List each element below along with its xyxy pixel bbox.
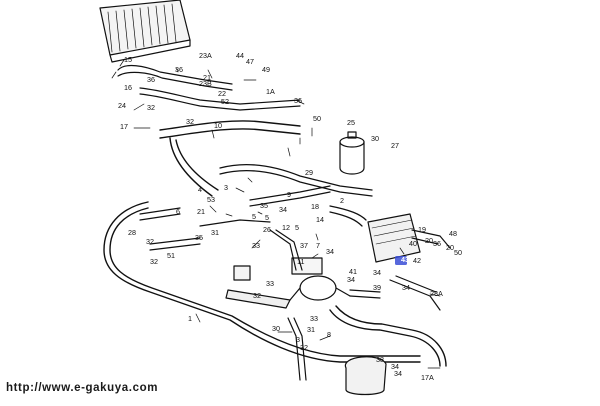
part-label-51: 51 [167,251,175,260]
part-label-28A: 28A [430,289,443,298]
part-label-36: 36 [294,96,302,105]
part-label-32: 32 [150,257,158,266]
part-label-36: 36 [433,239,441,248]
part-label-22: 22 [218,89,226,98]
highlight-marker [395,256,407,265]
expansion-tank-drawing [339,131,365,175]
part-label-42: 42 [413,256,421,265]
part-label-48: 48 [449,229,457,238]
part-label-47: 47 [246,57,254,66]
part-label-5: 5 [252,212,256,221]
part-label-32: 32 [253,291,261,300]
part-label-4: 4 [198,185,202,194]
part-label-31: 31 [211,228,219,237]
part-label-33: 33 [266,279,274,288]
part-label-34: 34 [373,268,381,277]
part-label-32: 32 [300,343,308,352]
part-label-43: 43 [401,255,409,264]
part-label-49: 49 [262,65,270,74]
part-label-32: 32 [186,117,194,126]
part-label-17: 17 [120,122,128,131]
part-label-21: 21 [197,207,205,216]
part-label-6: 6 [176,207,180,216]
part-label-20: 20 [425,236,433,245]
part-label-21: 21 [203,73,211,82]
part-label-31: 31 [307,325,315,334]
part-label-12: 12 [282,223,290,232]
part-label-18: 18 [311,202,319,211]
part-label-8: 8 [327,330,331,339]
part-label-9: 9 [287,190,291,199]
part-label-52: 52 [221,97,229,106]
radiator-drawing [99,0,191,63]
part-label-53: 53 [207,195,215,204]
part-label-50: 50 [454,248,462,257]
part-label-24: 24 [118,101,126,110]
part-label-36: 36 [175,65,183,74]
part-label-14: 14 [316,215,324,224]
reservoir-drawing [344,356,387,396]
part-label-33: 33 [310,314,318,323]
website-watermark: http://www.e-gakuya.com [6,382,159,394]
part-label-3: 3 [224,183,228,192]
part-label-5: 5 [295,223,299,232]
part-label-10: 10 [214,121,222,130]
part-label-11: 11 [297,257,304,266]
part-label-7: 7 [316,241,320,250]
part-label-5: 5 [265,213,269,222]
part-label-39: 39 [373,283,381,292]
part-label-50: 50 [313,114,321,123]
part-label-40: 40 [409,239,417,248]
part-label-30: 30 [272,324,280,333]
part-label-44: 44 [236,51,244,60]
part-label-38: 38 [376,355,384,364]
part-label-36: 36 [147,75,155,84]
part-label-23A: 23A [199,51,212,60]
part-label-30: 30 [371,134,379,143]
part-label-32: 32 [146,237,154,246]
part-label-34: 34 [326,247,334,256]
part-label-29: 29 [305,168,313,177]
part-label-34: 34 [402,283,410,292]
part-label-26: 26 [263,225,271,234]
part-label-16: 16 [124,83,132,92]
heater-core-drawing [367,213,421,263]
part-label-34: 34 [347,275,355,284]
part-label-33: 33 [252,241,260,250]
part-label-34: 34 [394,369,402,378]
part-label-32: 32 [147,103,155,112]
part-label-15: 15 [124,55,132,64]
part-label-23B: 23B [199,79,212,88]
part-label-19: 19 [418,225,426,234]
part-label-3: 3 [296,335,300,344]
part-label-27: 27 [391,141,399,150]
part-label-28: 28 [128,228,136,237]
part-label-34: 34 [279,205,287,214]
part-label-1A: 1A [266,87,275,96]
part-label-35: 35 [195,233,203,242]
part-label-20: 20 [446,243,454,252]
water-pump-drawing [225,257,351,309]
part-label-37: 37 [300,241,308,250]
part-label-1: 1 [188,314,192,323]
part-label-25: 25 [347,118,355,127]
part-label-41: 41 [349,267,357,276]
part-label-35: 35 [260,201,268,210]
part-label-2: 2 [340,196,344,205]
part-label-17A: 17A [421,373,434,382]
part-label-34: 34 [391,362,399,371]
